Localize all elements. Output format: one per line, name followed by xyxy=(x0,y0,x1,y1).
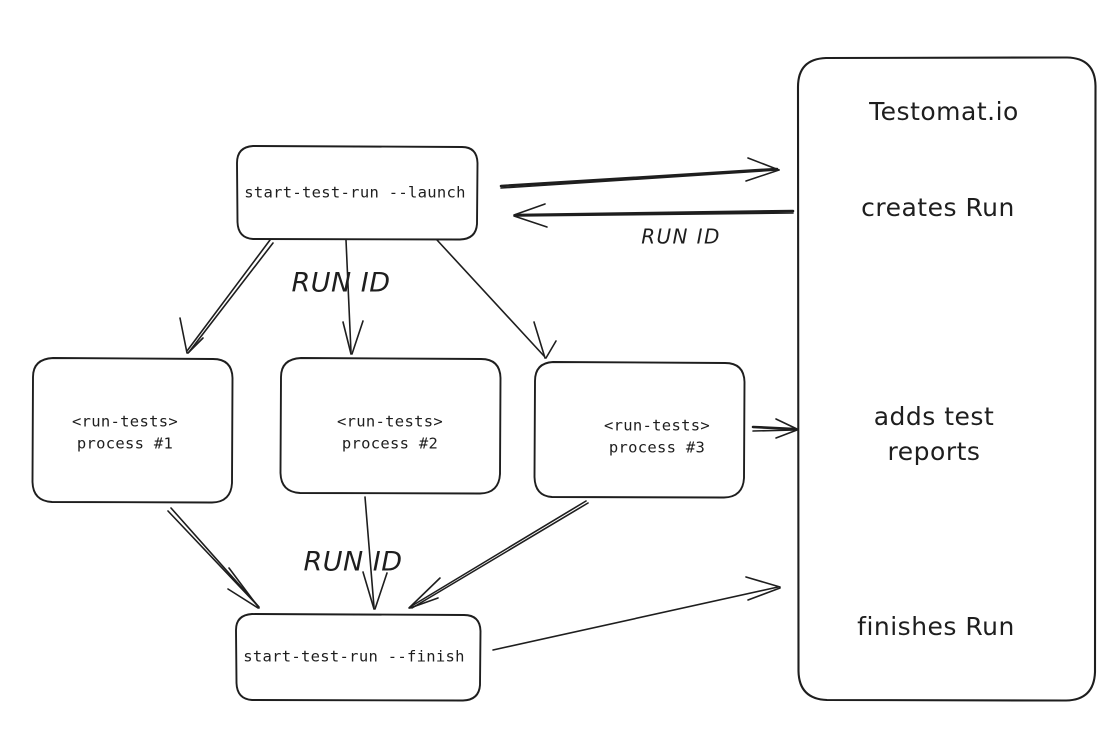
node-finish-outline xyxy=(235,613,482,702)
service-panel-step-adds-reports-line1: adds test xyxy=(874,402,995,431)
node-process2-outline xyxy=(279,357,502,495)
service-panel-title: Testomat.io xyxy=(868,97,1019,126)
node-run-tests-process-1[interactable]: <run-tests> process #1 xyxy=(31,357,234,504)
service-panel-step-finishes-run: finishes Run xyxy=(857,612,1015,641)
node-process2-label-line1: <run-tests> xyxy=(337,413,443,431)
edge-launch-to-service xyxy=(499,157,780,189)
service-panel-step-creates-run: creates Run xyxy=(861,193,1015,222)
service-panel-step-adds-reports-line2: reports xyxy=(888,437,981,466)
node-launch-outline xyxy=(236,145,479,241)
node-run-tests-process-3[interactable]: <run-tests> process #3 xyxy=(533,361,746,499)
edge-process3-to-service xyxy=(751,418,798,439)
node-process1-outline xyxy=(31,357,234,504)
node-process1-label-line1: <run-tests> xyxy=(72,413,178,431)
edge-finish-to-service xyxy=(492,576,781,651)
node-finish-label: start-test-run --finish xyxy=(243,648,465,666)
node-process2-label-line2: process #2 xyxy=(342,435,438,453)
node-start-test-run-finish[interactable]: start-test-run --finish xyxy=(235,613,482,702)
edge-service-to-launch xyxy=(513,203,795,228)
edge-label-run-id-collect: RUN ID xyxy=(303,547,402,578)
edge-launch-to-process3 xyxy=(436,239,557,359)
edge-process1-to-finish xyxy=(167,507,260,609)
node-start-test-run-launch[interactable]: start-test-run --launch xyxy=(236,145,479,241)
edge-label-run-id-return: RUN ID xyxy=(641,225,721,249)
node-process3-label-line1: <run-tests> xyxy=(604,417,710,435)
node-process1-label-line2: process #1 xyxy=(77,435,173,453)
edge-launch-to-process1 xyxy=(179,239,274,354)
node-launch-label: start-test-run --launch xyxy=(244,184,466,202)
edge-process2-to-finish xyxy=(362,496,388,610)
service-panel[interactable]: Testomat.io creates Run adds test report… xyxy=(796,56,1097,702)
node-process3-outline xyxy=(533,361,746,499)
node-process3-label-line2: process #3 xyxy=(609,439,705,457)
service-panel-outline xyxy=(796,56,1097,702)
node-run-tests-process-2[interactable]: <run-tests> process #2 xyxy=(279,357,502,495)
edge-launch-to-process2 xyxy=(342,239,364,355)
edge-process3-to-finish xyxy=(408,500,589,609)
edge-label-run-id-fanout: RUN ID xyxy=(291,268,390,299)
